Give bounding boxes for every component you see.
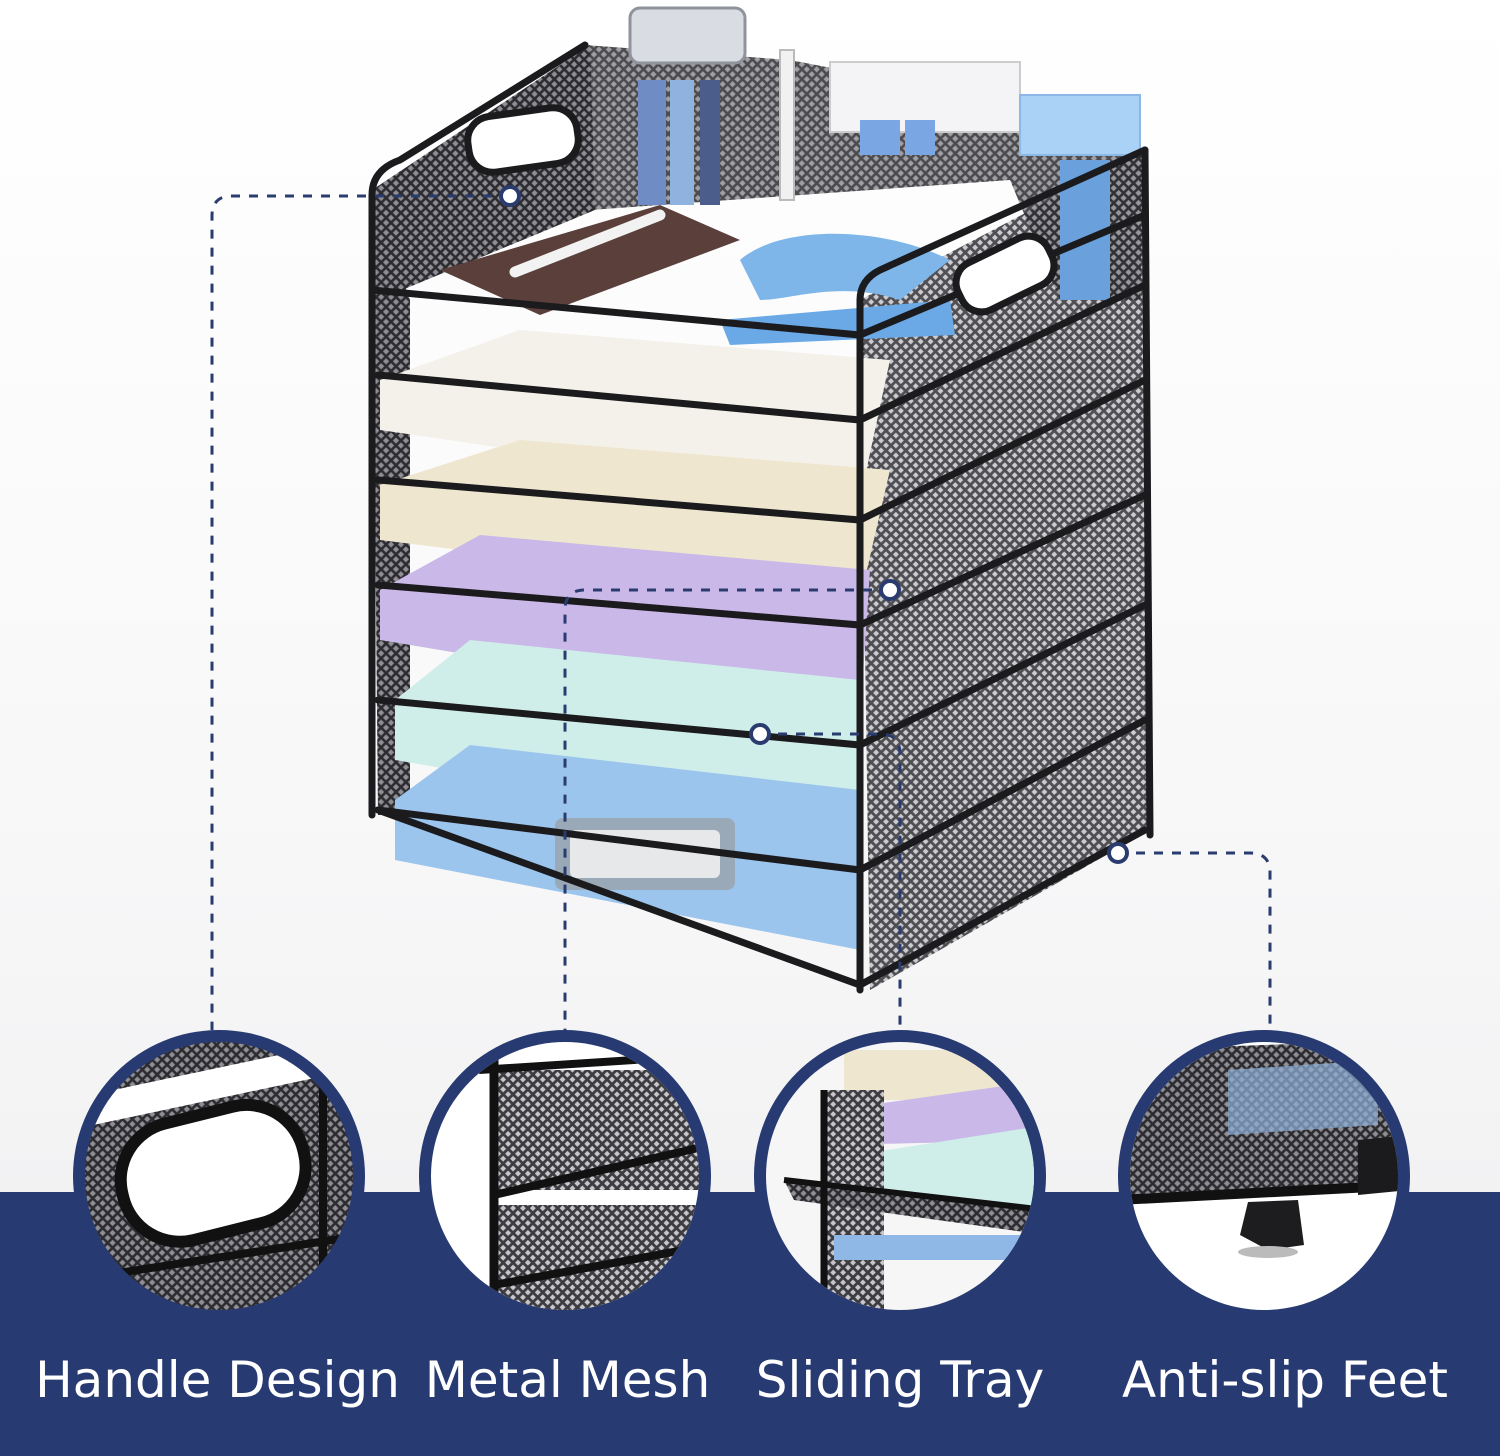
tray-detail-icon: [754, 1030, 1046, 1322]
feature-label-handle-design: Handle Design: [35, 1351, 400, 1409]
feature-label-anti-slip-feet: Anti-slip Feet: [1121, 1351, 1449, 1409]
mesh-detail-icon: [419, 1030, 711, 1322]
top-items: [628, 6, 1141, 300]
handle-detail-icon: [73, 1030, 365, 1322]
feature-label-metal-mesh: Metal Mesh: [424, 1351, 711, 1409]
feet-detail-icon: [1118, 1030, 1410, 1322]
feature-label-sliding-tray: Sliding Tray: [755, 1351, 1045, 1409]
